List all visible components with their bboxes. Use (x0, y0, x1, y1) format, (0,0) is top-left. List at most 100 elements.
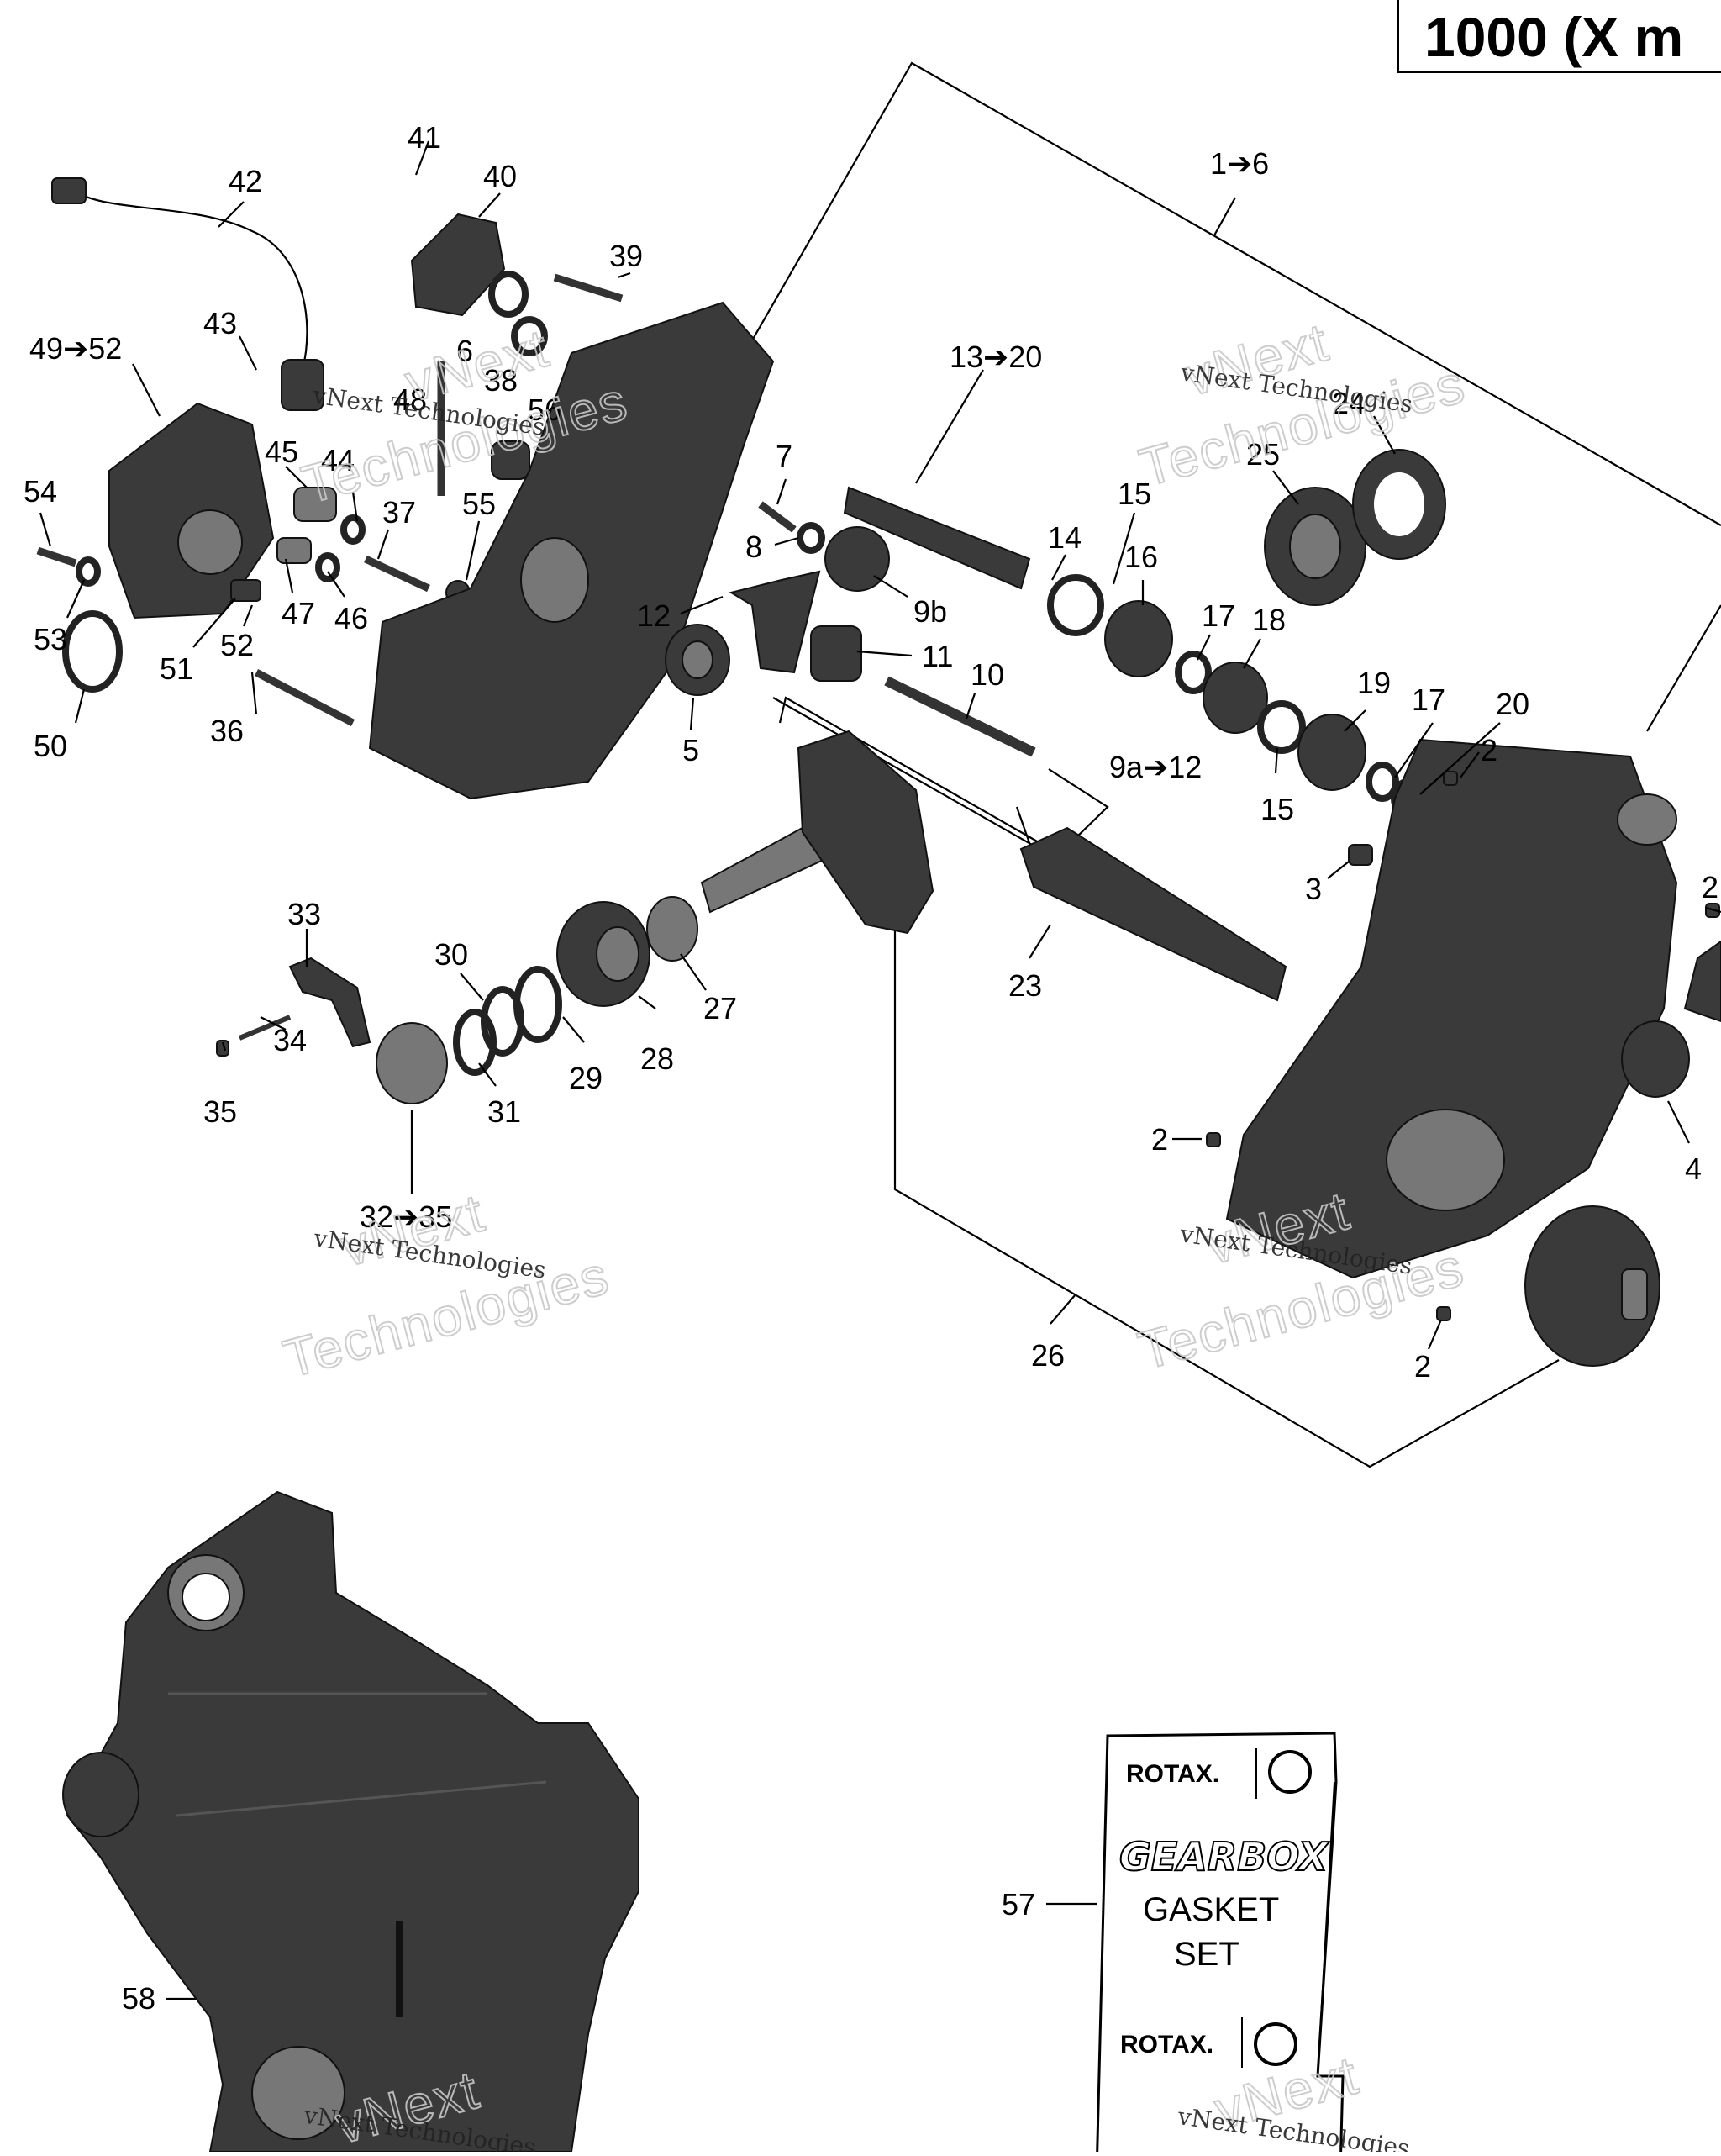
ring-30 (481, 986, 524, 1057)
callout-32-35: 32➔35 (360, 1199, 452, 1234)
callout-10: 10 (971, 657, 1004, 692)
right-housing-boss (1617, 793, 1677, 846)
left-housing-bore (520, 537, 589, 623)
spring-15b (1257, 700, 1306, 754)
part-51 (230, 579, 261, 602)
pin-35 (216, 1040, 229, 1057)
shift-fork-33 (288, 957, 371, 1048)
callout-15a: 15 (1118, 477, 1151, 511)
callout-49-52: 49➔52 (29, 331, 122, 366)
callout-14: 14 (1048, 520, 1082, 555)
dowel-3 (1348, 844, 1373, 866)
parts (36, 177, 1721, 1367)
callout-55: 55 (462, 487, 496, 521)
callout-48: 48 (393, 382, 427, 417)
bag-title-gearbox: GEARBOX (1119, 1834, 1330, 1879)
callout-39: 39 (609, 239, 643, 273)
bag-logo-bottom (1254, 2022, 1297, 2066)
callout-34: 34 (273, 1023, 307, 1057)
callout-36: 36 (210, 714, 244, 748)
callout-9a-12: 9a➔12 (1109, 750, 1202, 784)
plug-47 (276, 537, 312, 564)
callout-47: 47 (282, 596, 315, 630)
callout-24: 24 (1332, 386, 1366, 420)
callout-26: 26 (1031, 1338, 1065, 1373)
callout-44: 44 (321, 443, 355, 477)
spring-15a (1047, 574, 1104, 636)
callout-30: 30 (434, 937, 468, 972)
bag-logo-top (1268, 1750, 1312, 1794)
bevel-gear (797, 730, 934, 935)
callout-17b: 17 (1412, 683, 1445, 717)
dowel-2b (1206, 1132, 1221, 1147)
callout-3: 3 (1305, 872, 1322, 906)
bolt-7 (758, 501, 797, 533)
sensor-43 (281, 359, 324, 411)
shaft-23 (1019, 826, 1287, 1002)
washer-53 (76, 556, 101, 587)
callout-35: 35 (203, 1094, 237, 1129)
ring-31 (453, 1009, 497, 1076)
gasket-set-bag-57: ROTAX. GEARBOX GASKET SET ROTAX. (1096, 1732, 1345, 2156)
edge-gear (1683, 940, 1721, 1023)
washer-8 (797, 522, 825, 554)
callout-2d: 2 (1414, 1349, 1431, 1384)
bag-brand-top: ROTAX. (1126, 1760, 1219, 1788)
callout-57: 57 (1002, 1887, 1035, 1921)
bolt-37 (364, 555, 430, 593)
circlip-17b (1366, 762, 1399, 802)
callout-15b: 15 (1260, 792, 1294, 826)
rod-34 (238, 1015, 292, 1041)
callout-labels: 41 40 42 39 6 43 38 48 56 49➔52 13➔20 1➔… (24, 120, 1718, 2016)
bag-title-gasket: GASKET (1143, 1891, 1279, 1928)
callout-25: 25 (1246, 437, 1280, 472)
assembled-gearbox-58 (62, 1490, 639, 2153)
callout-58: 58 (122, 1981, 155, 2016)
callout-45: 45 (265, 435, 298, 469)
callout-51: 51 (160, 651, 193, 686)
gear-9b (824, 526, 890, 592)
callout-leaders (39, 140, 1721, 2000)
callout-56: 56 (528, 393, 561, 427)
callout-31: 31 (487, 1094, 521, 1129)
actuator-40 (410, 213, 506, 317)
clip-56 (491, 440, 530, 480)
right-housing-bore (1386, 1109, 1505, 1211)
seal-44 (340, 514, 366, 545)
callout-7: 7 (776, 439, 792, 473)
callout-17a: 17 (1202, 598, 1235, 633)
callout-43: 43 (203, 306, 237, 340)
connector-42 (51, 177, 87, 204)
bolt-36 (254, 669, 355, 726)
callout-12: 12 (637, 598, 671, 633)
callout-8: 8 (745, 530, 762, 564)
callout-42: 42 (229, 164, 262, 198)
gear-16 (1104, 600, 1173, 677)
differential-gear (1524, 1205, 1660, 1367)
right-housing (1225, 738, 1678, 1279)
shaft-13-20 (843, 486, 1031, 590)
shaft-10 (884, 676, 1036, 757)
callout-2a: 2 (1481, 733, 1497, 767)
seal-6b (511, 316, 548, 356)
sleeve-32 (376, 1022, 448, 1104)
callout-29: 29 (569, 1061, 603, 1095)
page-title: 1000 (X m (1424, 6, 1684, 68)
callout-28: 28 (640, 1041, 674, 1076)
collar-27 (646, 896, 698, 962)
gear-18 (1203, 662, 1268, 734)
wiring-harness-42 (68, 187, 308, 371)
callout-38: 38 (484, 363, 518, 398)
bag-title-set: SET (1174, 1936, 1239, 1973)
callout-6: 6 (456, 334, 473, 368)
spring-11 (810, 625, 862, 682)
motor-hub (177, 509, 243, 575)
seal-46 (315, 552, 340, 582)
dowel-2a (1443, 771, 1458, 786)
bolt-54 (36, 546, 77, 567)
circlip-17a (1175, 651, 1212, 694)
plug-45 (293, 487, 337, 522)
callout-50: 50 (34, 729, 67, 763)
